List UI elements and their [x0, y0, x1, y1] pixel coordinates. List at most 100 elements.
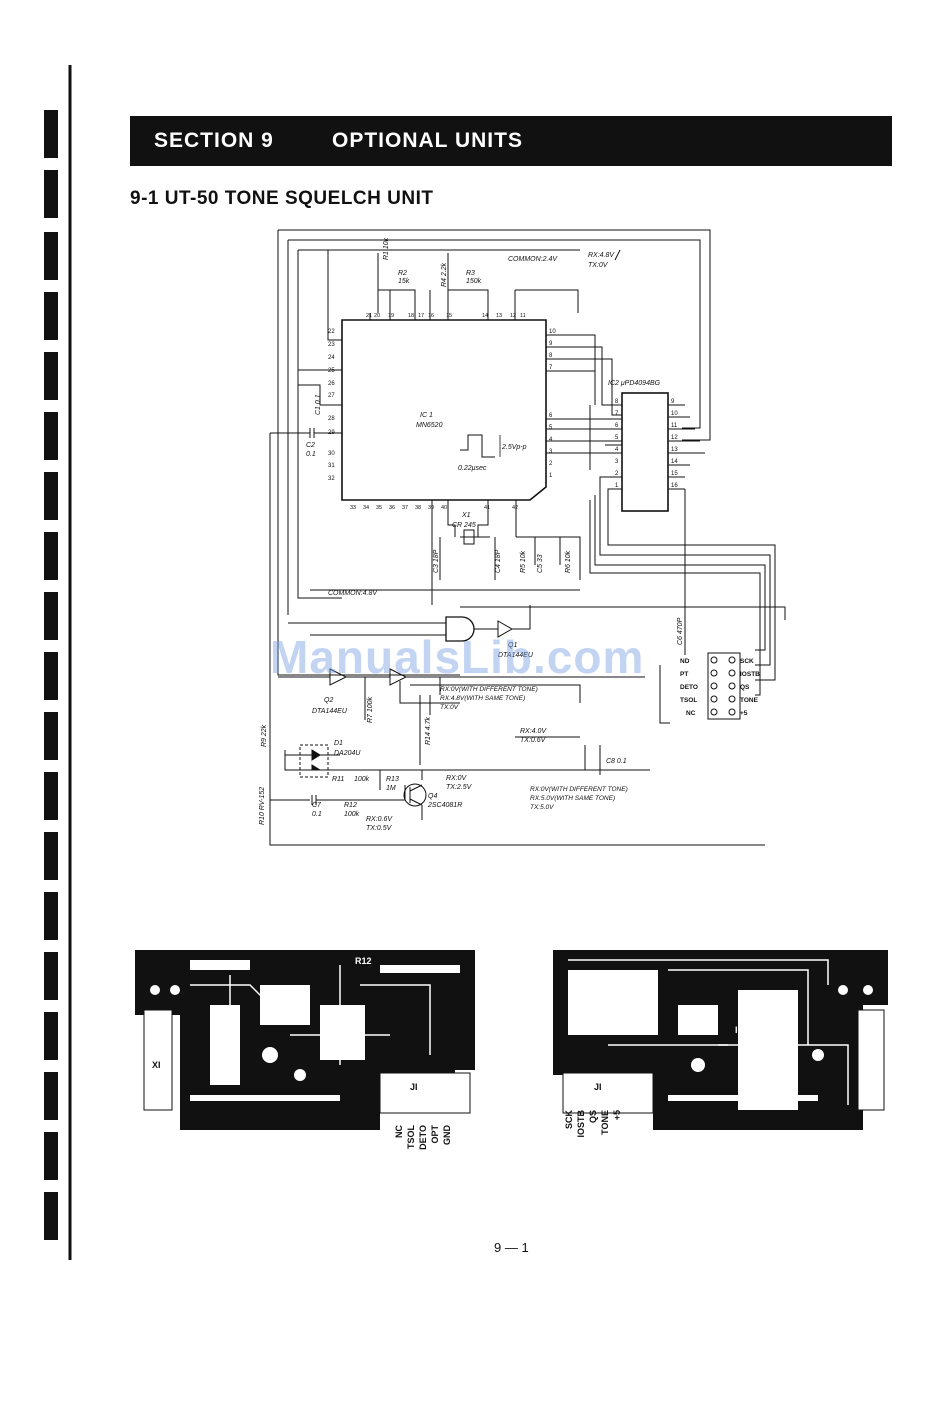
svg-text:21: 21 — [366, 313, 372, 319]
svg-text:2.5Vp-p: 2.5Vp-p — [501, 444, 527, 451]
svg-text:Q4: Q4 — [428, 793, 437, 800]
svg-text:C2: C2 — [306, 442, 315, 449]
svg-text:31: 31 — [328, 463, 335, 469]
binding-edge — [44, 65, 72, 1260]
svg-text:15: 15 — [671, 471, 678, 477]
svg-text:5: 5 — [549, 425, 553, 431]
subsection-heading: 9-1 UT-50 TONE SQUELCH UNIT — [130, 188, 434, 209]
svg-text:3: 3 — [615, 459, 619, 465]
pcb-layout-left — [135, 950, 475, 1130]
svg-text:2: 2 — [549, 461, 553, 467]
pcb-left-pin-labels: GND OPT DETO TSOL NC — [394, 1125, 452, 1150]
svg-text:28: 28 — [328, 416, 335, 422]
svg-text:35: 35 — [376, 505, 382, 511]
svg-text:29: 29 — [328, 430, 335, 436]
svg-text:0.1: 0.1 — [306, 451, 316, 458]
svg-text:C3 18P: C3 18P — [433, 549, 440, 573]
svg-text:IOSTB: IOSTB — [740, 671, 760, 678]
svg-text:8: 8 — [615, 399, 619, 405]
svg-text:DTA144EU: DTA144EU — [498, 652, 534, 659]
pcb-left-x1-label: XI — [152, 1060, 161, 1070]
svg-text:DTA144EU: DTA144EU — [312, 708, 348, 715]
svg-text:13: 13 — [496, 313, 502, 319]
svg-text:R10 RV-152: R10 RV-152 — [259, 787, 266, 825]
svg-text:1: 1 — [549, 473, 553, 479]
svg-text:36: 36 — [389, 505, 395, 511]
svg-text:25: 25 — [328, 368, 335, 374]
svg-text:R4 2.2k: R4 2.2k — [441, 262, 448, 287]
svg-text:11: 11 — [520, 313, 526, 319]
svg-text:SCK: SCK — [740, 658, 754, 665]
svg-text:30: 30 — [328, 451, 335, 457]
section-header-bar: SECTION 9 OPTIONAL UNITS — [130, 116, 892, 166]
ic1-name: IC 1 — [420, 412, 433, 419]
svg-text:R5 10k: R5 10k — [520, 550, 527, 573]
svg-text:R6 10k: R6 10k — [565, 550, 572, 573]
svg-text:7: 7 — [549, 365, 553, 371]
svg-text:33: 33 — [350, 505, 356, 511]
svg-text:38: 38 — [415, 505, 421, 511]
svg-text:RX:0V(WITH DIFFERENT TONE): RX:0V(WITH DIFFERENT TONE) — [440, 686, 538, 693]
svg-text:18: 18 — [408, 313, 414, 319]
svg-text:6: 6 — [549, 413, 553, 419]
svg-text:10: 10 — [671, 411, 678, 417]
pcb-right-ic-label: IC2 — [735, 1025, 750, 1035]
svg-text:5: 5 — [615, 435, 619, 441]
pcb-left-r12-label: R12 — [355, 956, 372, 966]
pcb-left-j1-label: JI — [410, 1082, 418, 1092]
svg-text:CR 245: CR 245 — [452, 522, 476, 529]
svg-text:9: 9 — [671, 399, 675, 405]
pcb-right-pin-labels: +5 TONE QS IOSTB SCK — [564, 1110, 622, 1138]
svg-text:C5 33: C5 33 — [537, 554, 544, 573]
svg-text:12: 12 — [510, 313, 516, 319]
svg-text:X1: X1 — [461, 512, 471, 519]
svg-text:14: 14 — [482, 313, 488, 319]
pcb-right-j1-label: JI — [594, 1082, 602, 1092]
svg-text:2: 2 — [615, 471, 619, 477]
svg-text:1M: 1M — [386, 785, 396, 792]
svg-text:DA204U: DA204U — [334, 750, 361, 757]
section-number: SECTION 9 — [154, 129, 274, 152]
svg-text:R12: R12 — [344, 802, 357, 809]
svg-text:100k: 100k — [344, 811, 360, 818]
svg-text:16: 16 — [671, 483, 678, 489]
svg-text:12: 12 — [671, 435, 678, 441]
svg-text:C6 470P: C6 470P — [677, 617, 684, 645]
svg-text:10: 10 — [549, 329, 556, 335]
svg-text:R11: R11 — [332, 776, 344, 783]
svg-text:RX:4.8V: RX:4.8V — [588, 252, 615, 259]
svg-text:R1 10k: R1 10k — [383, 237, 390, 260]
section-title: OPTIONAL UNITS — [332, 129, 523, 152]
svg-text:RX:0V(WITH DIFFERENT TONE): RX:0V(WITH DIFFERENT TONE) — [530, 786, 628, 793]
svg-text:RX:4.0V: RX:4.0V — [520, 728, 547, 735]
svg-text:RX:4.8V(WITH SAME TONE): RX:4.8V(WITH SAME TONE) — [440, 695, 525, 702]
svg-text:TONE: TONE — [740, 697, 759, 704]
svg-text:R7 100k: R7 100k — [367, 696, 374, 723]
svg-text:34: 34 — [363, 505, 369, 511]
svg-text:C8 0.1: C8 0.1 — [606, 758, 627, 765]
svg-text:32: 32 — [328, 476, 335, 482]
svg-text:R13: R13 — [386, 776, 399, 783]
svg-text:1: 1 — [615, 483, 619, 489]
page-number: 9 — 1 — [494, 1240, 529, 1255]
svg-text:7: 7 — [615, 411, 619, 417]
common-top-label: COMMON:2.4V — [508, 256, 558, 263]
svg-text:TX:2.5V: TX:2.5V — [446, 784, 473, 791]
svg-text:DETO: DETO — [680, 684, 698, 691]
svg-text:15: 15 — [446, 313, 452, 319]
svg-text:150k: 150k — [466, 278, 482, 285]
pcb-layout-right — [553, 950, 888, 1130]
ic1-part: MN6520 — [416, 422, 443, 429]
svg-text:RX:5.0V(WITH SAME TONE): RX:5.0V(WITH SAME TONE) — [530, 795, 615, 802]
svg-text:16: 16 — [428, 313, 434, 319]
svg-text:TX:0.6V: TX:0.6V — [520, 737, 547, 744]
svg-text:TSOL: TSOL — [680, 697, 697, 704]
svg-text:R2: R2 — [398, 270, 407, 277]
svg-text:PT: PT — [680, 671, 688, 678]
svg-text:13: 13 — [671, 447, 678, 453]
svg-text:R9 22k: R9 22k — [261, 724, 268, 747]
svg-text:C1 0.1: C1 0.1 — [315, 394, 322, 415]
svg-text:41: 41 — [484, 505, 490, 511]
svg-text:TX:0V: TX:0V — [440, 704, 459, 711]
svg-text:0.22μsec: 0.22μsec — [458, 465, 487, 472]
